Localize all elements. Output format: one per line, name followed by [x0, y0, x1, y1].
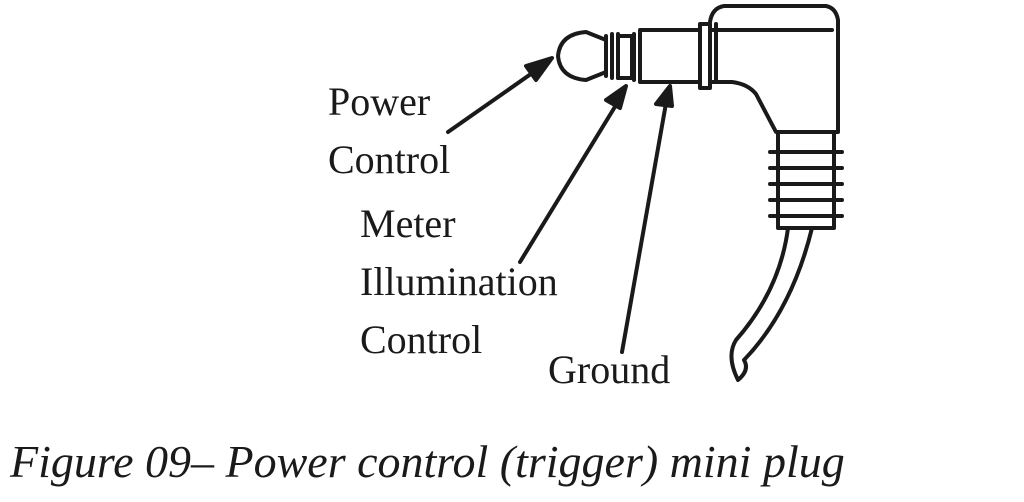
- label-power-control-line2: Control: [328, 137, 451, 182]
- leader-meter-illumination: [518, 90, 626, 264]
- label-illumination: Illumination: [360, 259, 558, 304]
- plug-collar: [698, 22, 712, 90]
- leader-ground: [620, 90, 670, 354]
- strain-relief: [776, 130, 836, 230]
- plug-tip: [556, 30, 608, 82]
- cable: [729, 226, 814, 382]
- ground-sleeve: [638, 28, 702, 84]
- plug-sleeve-ring: [616, 34, 634, 80]
- arrowhead-power-control: [524, 56, 554, 82]
- label-meter: Meter: [360, 201, 456, 246]
- plug-body: [708, 4, 840, 134]
- arrowhead-ground: [654, 84, 674, 108]
- arrowhead-meter-illumination: [604, 84, 628, 110]
- label-power: Power: [328, 79, 431, 124]
- label-meter-control-line3: Control: [360, 317, 483, 362]
- label-ground: Ground: [548, 347, 671, 392]
- figure-caption: Figure 09– Power control (trigger) mini …: [10, 436, 845, 487]
